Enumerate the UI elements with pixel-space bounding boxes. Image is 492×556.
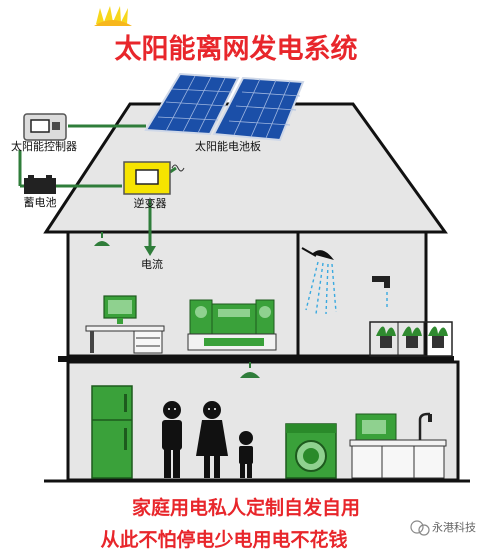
label-panels: 太阳能电池板: [195, 139, 261, 153]
wechat-icon: [410, 520, 430, 536]
computer-desk: [85, 295, 165, 354]
battery-icon: [24, 175, 56, 194]
charge-controller: [23, 113, 67, 141]
stereo-cabinet: [187, 299, 277, 351]
faucet-icon: [372, 276, 390, 310]
washing-machine-icon: [285, 423, 337, 479]
sun-icon: [94, 6, 132, 26]
label-inverter: 逆变器: [134, 196, 167, 210]
lamp-icon: [240, 362, 260, 378]
lamp-icon: [94, 232, 110, 246]
slogan-line1: 家庭用电私人定制自发自用: [132, 496, 360, 519]
current-arrow-icon: [144, 246, 156, 256]
shower-icon: [301, 247, 337, 315]
inverter: [123, 161, 185, 195]
label-battery: 蓄电池: [24, 196, 57, 209]
plants-icon: [369, 321, 453, 357]
watermark: 永港科技: [432, 520, 476, 534]
wiring: [18, 124, 177, 248]
label-current: 电流: [141, 257, 163, 271]
diagram-title: 太阳能离网发电系统: [115, 33, 358, 65]
label-controller: 太阳能控制器: [11, 139, 77, 153]
family-icon: [162, 401, 253, 478]
kitchen-counter-icon: [349, 412, 447, 479]
refrigerator-icon: [91, 385, 133, 479]
slogan-line2: 从此不怕停电少电用电不花钱: [100, 528, 347, 551]
solar-panels: [144, 72, 305, 142]
